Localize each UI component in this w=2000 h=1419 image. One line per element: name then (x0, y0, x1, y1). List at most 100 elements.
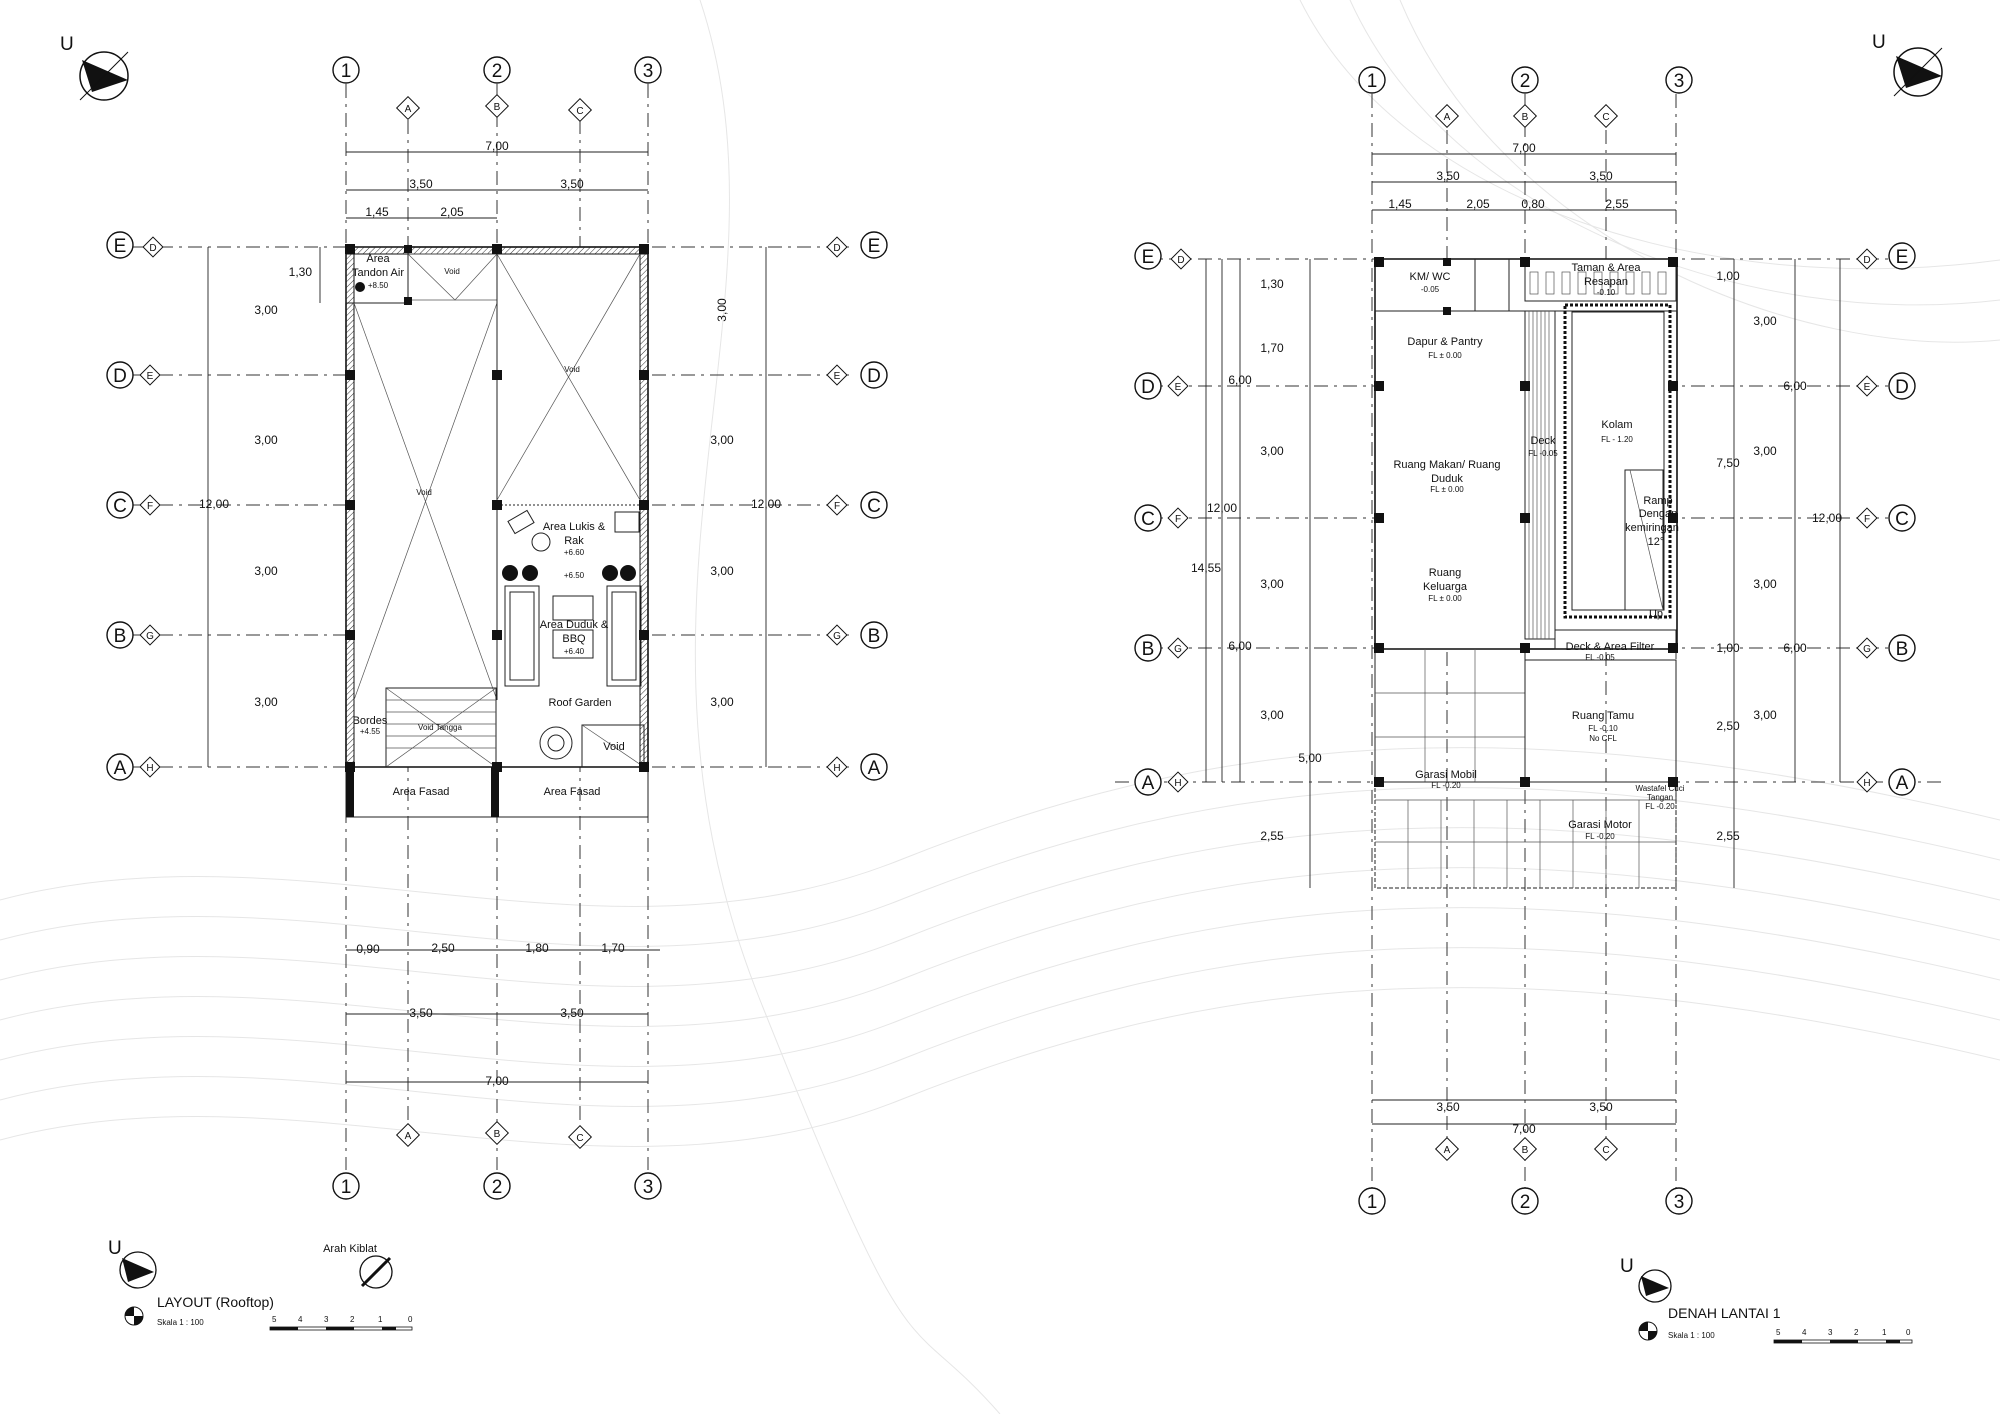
drawing-scale: Skala 1 : 100 (157, 1318, 204, 1327)
ground-title-block: U DENAH LANTAI 1 Skala 1 : 100 5 4 3 2 1… (1620, 1256, 1913, 1344)
structural-column (1668, 777, 1678, 787)
room-level: -0.10 (1597, 288, 1616, 297)
rooftop-title-block: U Arah Kiblat LAYOUT (Rooftop) Skala 1 :… (108, 1238, 413, 1331)
dim-half: 3,50 (1436, 169, 1460, 183)
grid-bubble-col: 2 (1520, 71, 1531, 92)
dim-total-height: 12,00 (199, 497, 229, 511)
room-level: +8.50 (368, 281, 389, 290)
dim-width: 1,70 (601, 941, 625, 955)
north-label: U (1620, 1256, 1634, 1277)
dim-width: 1,45 (365, 205, 389, 219)
dim-row: 3,00 (710, 695, 734, 709)
grid-bubble-row: C (1895, 509, 1909, 530)
scale-tick: 2 (1854, 1328, 1859, 1337)
grid-bubble-row: E (114, 236, 127, 257)
grid-bubble-subrow: G (146, 631, 154, 642)
room-level: FL - 1.20 (1601, 435, 1633, 444)
dim-height: 5,00 (1298, 751, 1322, 765)
grid-bubble-subcol: B (494, 1129, 501, 1140)
grid-bubble-row: D (1895, 377, 1909, 398)
dim-total-width: 7,00 (485, 1074, 509, 1088)
grid-bubble-col: 2 (492, 1177, 503, 1198)
structural-column (1668, 513, 1678, 523)
dim-row: 3,00 (1753, 314, 1777, 328)
grid-bubble-col: 2 (1520, 1192, 1531, 1213)
room-level: FL ± 0.00 (1428, 594, 1462, 603)
ground-grid-bubbles: 1 2 3 1 2 3 A B C A B C E (1134, 66, 1916, 1215)
scale-tick: 4 (298, 1315, 303, 1324)
room-label: Garasi Mobil (1415, 769, 1477, 781)
structural-column (1668, 643, 1678, 653)
grid-bubble-row: A (1142, 773, 1155, 794)
north-symbol-ground: U (1872, 32, 1943, 97)
north-label: U (1872, 32, 1886, 53)
grid-bubble-col: 1 (1367, 1192, 1378, 1213)
structural-column (639, 244, 649, 254)
grid-bubble-col: 3 (643, 61, 654, 82)
room-level: FL -0.20 (1645, 802, 1675, 811)
room-label: Taman & Area (1571, 262, 1641, 274)
structural-column (492, 762, 502, 772)
room-label: Deck (1530, 435, 1556, 447)
structural-column (404, 245, 412, 253)
grid-bubble-subrow: E (1175, 382, 1182, 393)
structural-column (1520, 777, 1530, 787)
dim-height: 1,00 (1716, 641, 1740, 655)
ramp-up-label: Up (1649, 608, 1663, 620)
grid-bubble-row: E (1142, 247, 1155, 268)
dim-height: 2,55 (1716, 829, 1740, 843)
north-label: U (60, 34, 74, 55)
dim-row: 3,00 (1260, 708, 1284, 722)
room-label: Deck & Area Filter (1566, 641, 1655, 653)
void-label: Void (603, 741, 624, 753)
grid-bubble-col: 3 (1674, 71, 1685, 92)
room-label: Ramp (1643, 495, 1672, 507)
scale-tick: 5 (1776, 1328, 1781, 1337)
dim-height: 6,00 (1783, 641, 1807, 655)
drawing-scale: Skala 1 : 100 (1668, 1331, 1715, 1340)
grid-bubble-row: A (1896, 773, 1909, 794)
void-label: Void Tangga (418, 723, 462, 732)
grid-bubble-row: B (1142, 639, 1155, 660)
dim-height: 12,00 (1812, 511, 1842, 525)
ground-dimensions: 7,00 3,50 3,50 1,45 2,05 0,80 2,55 3,50 … (1191, 141, 1842, 1136)
dim-width: 2,55 (1605, 197, 1629, 211)
dim-row: 3,00 (715, 298, 729, 322)
structural-column (1520, 257, 1530, 267)
grid-bubble-subcol: C (1602, 1145, 1609, 1156)
scale-tick: 1 (378, 1315, 383, 1324)
grid-bubble-subrow: D (1863, 255, 1870, 266)
dim-width: 2,05 (440, 205, 464, 219)
grid-bubble-subrow: F (1864, 514, 1870, 525)
room-label: Area Fasad (393, 786, 450, 798)
dim-half: 3,50 (1436, 1100, 1460, 1114)
dim-height: 1,30 (1260, 277, 1284, 291)
dim-height: 6,00 (1228, 373, 1252, 387)
grid-bubble-subcol: B (494, 102, 501, 113)
room-label: Resapan (1584, 276, 1628, 288)
scale-tick: 3 (1828, 1328, 1833, 1337)
room-label: kemiringan (1625, 522, 1679, 534)
room-level: FL -0.05 (1528, 449, 1558, 458)
grid-bubble-subcol: C (576, 106, 583, 117)
grid-bubble-col: 3 (1674, 1192, 1685, 1213)
dim-total-width: 7,00 (1512, 1122, 1536, 1136)
dim-total-height: 12,00 (751, 497, 781, 511)
structural-column (1374, 513, 1384, 523)
rooftop-plan: Area Tandon Air +8.50 Void Void Void Are… (106, 56, 888, 1331)
structural-column (492, 500, 502, 510)
room-label: Bordes (353, 715, 388, 727)
dim-half: 3,50 (560, 1006, 584, 1020)
north-label: U (108, 1238, 122, 1259)
structural-column (345, 630, 355, 640)
rooftop-dimensions: 7,00 3,50 3,50 1,45 2,05 0,90 2,50 1,80 … (199, 139, 781, 1088)
room-level: FL -0.10 (1588, 724, 1618, 733)
room-label: Kolam (1601, 419, 1632, 431)
structural-column (345, 370, 355, 380)
room-label: Dengan (1639, 508, 1678, 520)
room-label: Tandon Air (352, 267, 404, 279)
structural-column (1520, 643, 1530, 653)
grid-bubble-subrow: D (149, 243, 156, 254)
